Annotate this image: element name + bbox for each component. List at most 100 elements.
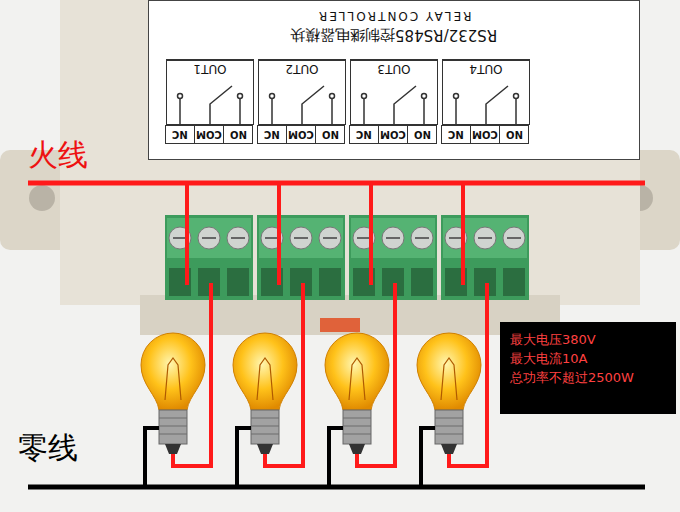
wire-port (319, 268, 341, 296)
relay-channel-box: OUT3 (350, 59, 438, 125)
neutral-line-label-slot: 零线 (18, 430, 108, 470)
terminal-name-slot: COM (194, 125, 224, 144)
wire-port (503, 268, 525, 296)
filament (349, 358, 365, 400)
screw-slot (265, 237, 337, 239)
relay-symbol (270, 86, 335, 124)
contact-dot (362, 94, 367, 99)
terminal-name: NO (506, 129, 523, 140)
box-text: RELAY CONTROLLER (317, 7, 472, 25)
block-top (259, 218, 343, 258)
terminal-name-slot: NO (499, 125, 529, 144)
contact-dot (238, 94, 243, 99)
box-text: OUT1 (167, 60, 253, 76)
mount-hole (29, 185, 55, 211)
box-text: 总功率不超过2500W (510, 368, 666, 387)
bulb-glass (417, 333, 481, 410)
terminal-name: NO (230, 129, 247, 140)
wire-port (411, 268, 433, 296)
neutral-line-label: 零线 (18, 430, 78, 465)
live-bus (28, 181, 645, 186)
bulbs (141, 333, 481, 454)
terminal-name-slot: COM (286, 125, 316, 144)
light-bulb (141, 333, 205, 454)
terminal-name-slot: NC (441, 125, 471, 144)
neutral-drop (145, 428, 435, 487)
terminal-name: NC (172, 129, 188, 140)
terminal-name: COM (380, 129, 406, 140)
relay-channel-box: OUT4 (442, 59, 530, 125)
live-line-label: 火线 (28, 137, 88, 172)
contact-dot (422, 94, 427, 99)
terminal-name: NO (414, 129, 431, 140)
filament (165, 358, 181, 400)
terminal-name: NC (264, 129, 280, 140)
terminal-name-slot: COM (378, 125, 408, 144)
base-thread (251, 418, 279, 434)
filament (257, 358, 273, 400)
relay-contact (180, 86, 240, 124)
light-bulb (233, 333, 297, 454)
base-tip (165, 444, 181, 454)
spec-note-box: 最大电压380V最大电流10A总功率不超过2500W (500, 322, 676, 414)
relay-contact (272, 86, 332, 124)
module-base (140, 295, 560, 335)
bulb-base (343, 410, 371, 444)
live-feed (187, 183, 463, 285)
block-top (167, 218, 251, 258)
relay-contact (364, 86, 424, 124)
terminal-name: COM (472, 129, 498, 140)
relay-contact (456, 86, 516, 124)
terminal-name: COM (288, 129, 314, 140)
bulb-base (159, 410, 187, 444)
terminal-name-slot: NC (165, 125, 195, 144)
contact-dot (454, 94, 459, 99)
contact-dot (330, 94, 335, 99)
relay-symbol (454, 86, 519, 124)
box-text: OUT2 (259, 60, 345, 76)
block-top (351, 218, 435, 258)
terminal-name-slot: NO (407, 125, 437, 144)
din-clip (320, 318, 360, 332)
terminal-name-slot: NC (349, 125, 379, 144)
base-thread (159, 418, 187, 434)
box-text: RS232/RS485控制继电器模块 (290, 25, 497, 45)
box-text: OUT3 (351, 60, 437, 76)
bulb-glass (325, 333, 389, 410)
bulb-glass (141, 333, 205, 410)
relay-symbol (178, 86, 243, 124)
screw-slot (449, 237, 521, 239)
terminal-name-slot: COM (470, 125, 500, 144)
base-thread (343, 418, 371, 434)
relay-channel-box: OUT1 (166, 59, 254, 125)
terminal-name: NO (322, 129, 339, 140)
terminal-name-slot: NO (315, 125, 345, 144)
wire-port (227, 268, 249, 296)
bulb-base (435, 410, 463, 444)
block-top (443, 218, 527, 258)
screw-slot (173, 237, 245, 239)
live-line-label-slot: 火线 (28, 137, 118, 177)
contact-dot (514, 94, 519, 99)
filament (441, 358, 457, 400)
base-tip (441, 444, 457, 454)
neutral-bus (28, 485, 645, 490)
bulb-glass (233, 333, 297, 410)
relay-symbol (362, 86, 427, 124)
bulb-base (251, 410, 279, 444)
relay-symbols (178, 86, 519, 124)
box-text: 最大电流10A (510, 349, 666, 368)
light-bulb (325, 333, 389, 454)
box-text: OUT4 (443, 60, 529, 76)
terminal-name-slot: NO (223, 125, 253, 144)
label-plate (148, 0, 640, 160)
terminal-name: COM (196, 129, 222, 140)
neutral-wires (28, 428, 645, 487)
screw-slot (357, 237, 429, 239)
base-thread (435, 418, 463, 434)
relay-channel-box: OUT2 (258, 59, 346, 125)
terminal-name-slot: NC (257, 125, 287, 144)
